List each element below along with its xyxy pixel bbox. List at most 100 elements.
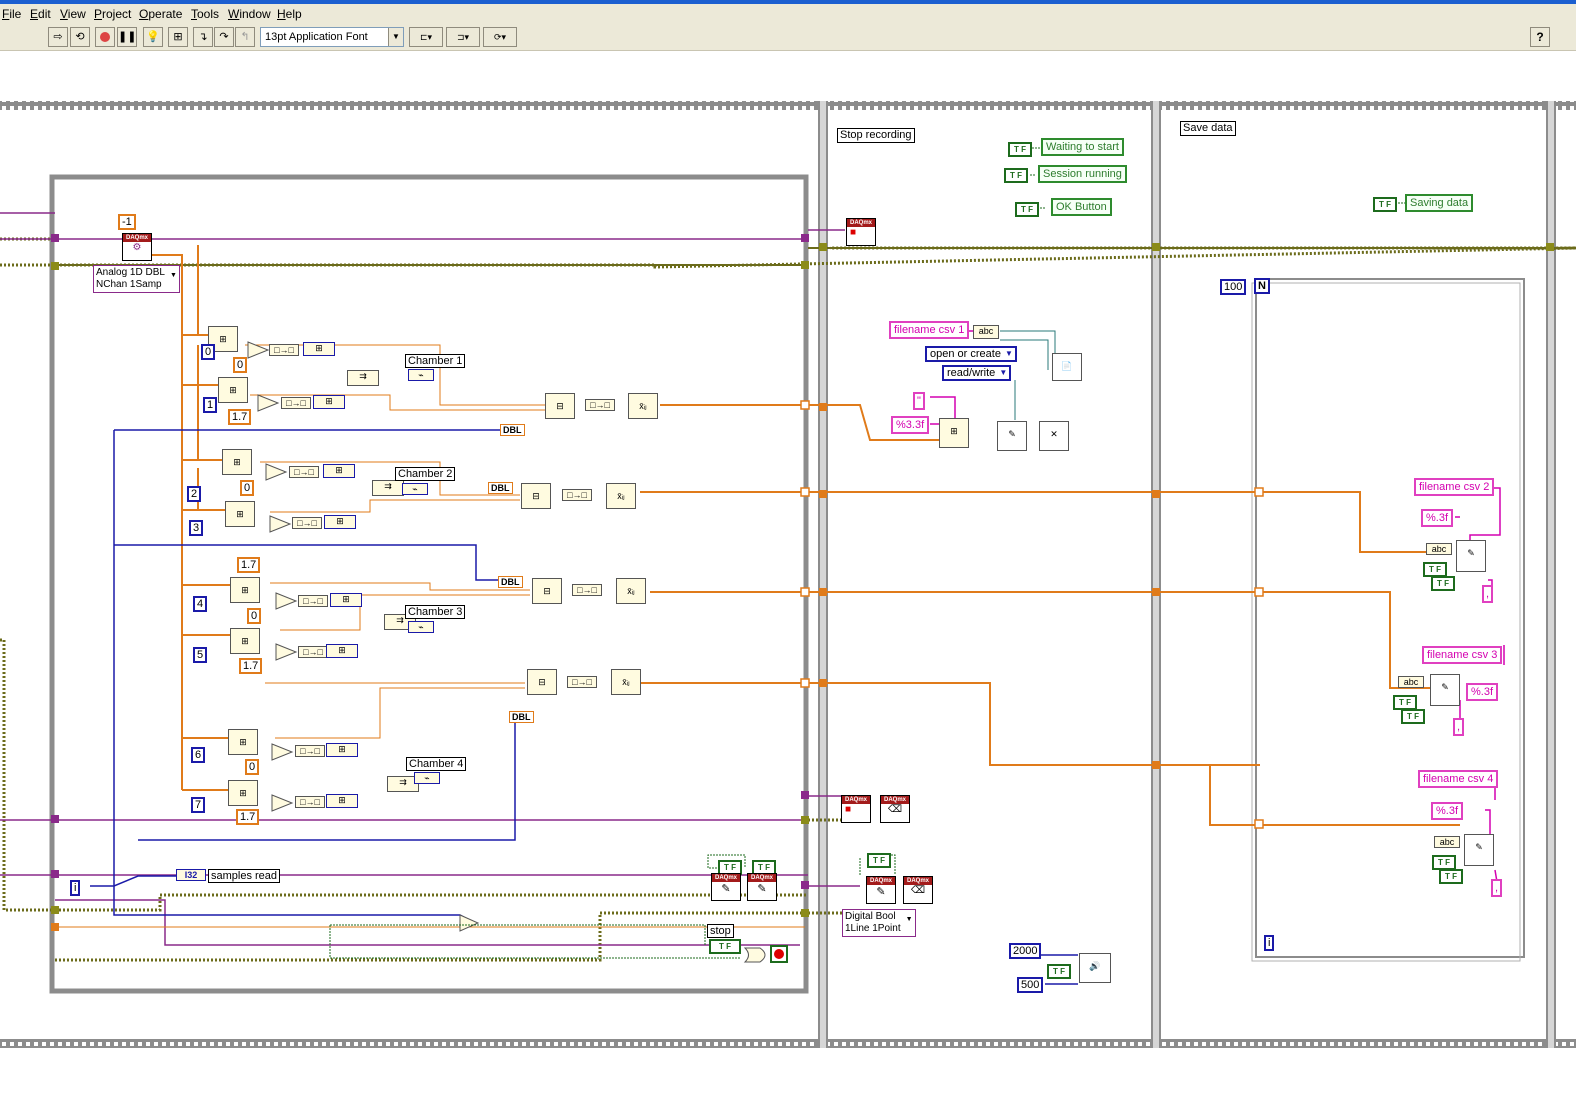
merge-signals-node[interactable]: ⇉ bbox=[387, 776, 419, 792]
session-running-indicator[interactable]: Session running bbox=[1038, 165, 1127, 183]
help-icon[interactable]: ? bbox=[1530, 27, 1550, 47]
step-out-icon[interactable]: ↰ bbox=[235, 27, 255, 47]
transpose-array-node[interactable]: x̄ᵢⱼ bbox=[628, 393, 658, 419]
daqmx-read-node[interactable]: DAQmx⚙ bbox=[122, 233, 152, 261]
gain-constant[interactable]: 1.7 bbox=[236, 809, 260, 825]
waveform-node[interactable]: ⊞ bbox=[313, 395, 345, 409]
daqmx-stop-task-node[interactable]: DAQmx■ bbox=[841, 795, 871, 823]
distribute-objects-button[interactable]: ⊐▾ bbox=[446, 27, 480, 47]
filename-csv-1-control[interactable]: filename csv 1 bbox=[889, 321, 970, 339]
format-constant[interactable]: %.3f bbox=[1421, 509, 1454, 527]
daq-read-mode-selector[interactable]: Analog 1D DBL NChan 1Samp bbox=[93, 265, 180, 293]
menu-window[interactable]: Window bbox=[228, 7, 271, 21]
index-constant-3[interactable]: 3 bbox=[189, 520, 204, 536]
index-array-node[interactable]: ⊞ bbox=[230, 628, 260, 654]
pause-icon[interactable]: ❚❚ bbox=[117, 27, 137, 47]
waveform-node[interactable]: ⊞ bbox=[330, 593, 362, 607]
write-spreadsheet-node[interactable]: ✎ bbox=[1464, 834, 1494, 866]
daqmx-clear-task-node[interactable]: DAQmx⌫ bbox=[903, 876, 933, 904]
index-constant-7[interactable]: 7 bbox=[191, 797, 206, 813]
to-dynamic-node[interactable]: □→□ bbox=[289, 466, 319, 478]
to-dynamic-node[interactable]: □→□ bbox=[562, 489, 592, 501]
offset-constant[interactable]: 0 bbox=[245, 759, 260, 775]
bool-constant[interactable]: T F bbox=[1393, 695, 1417, 710]
align-objects-button[interactable]: ⊏▾ bbox=[409, 27, 443, 47]
delimiter-constant[interactable]: , bbox=[1491, 879, 1503, 897]
index-array-node[interactable]: ⊞ bbox=[225, 501, 255, 527]
array-to-spreadsheet-node[interactable]: ⊞ bbox=[939, 418, 969, 448]
format-constant[interactable]: %.3f bbox=[1431, 802, 1464, 820]
ok-bool-terminal[interactable]: T F bbox=[1015, 202, 1039, 217]
bool-constant[interactable]: T F bbox=[1423, 562, 1447, 577]
build-array-node[interactable]: ⊟ bbox=[527, 669, 557, 695]
time-constant-2000[interactable]: 2000 bbox=[1009, 943, 1042, 959]
dbl-constant[interactable]: DBL bbox=[509, 711, 534, 723]
waveform-node[interactable]: ⊞ bbox=[326, 743, 358, 757]
font-select[interactable]: 13pt Application Font▼ bbox=[260, 27, 404, 47]
loop-count-constant[interactable]: 100 bbox=[1220, 279, 1247, 295]
waveform-node[interactable]: ⊞ bbox=[323, 464, 355, 478]
stop-button-terminal[interactable]: T F bbox=[709, 939, 741, 954]
filename-csv-3-control[interactable]: filename csv 3 bbox=[1422, 646, 1503, 664]
run-continuous-icon[interactable]: ⟲ bbox=[70, 27, 90, 47]
waiting-to-start-indicator[interactable]: Waiting to start bbox=[1041, 138, 1124, 156]
highlight-execution-icon[interactable]: 💡 bbox=[143, 27, 163, 47]
ok-button-indicator[interactable]: OK Button bbox=[1051, 198, 1112, 216]
waiting-bool-terminal[interactable]: T F bbox=[1008, 142, 1032, 157]
menu-file[interactable]: File bbox=[2, 7, 22, 21]
retain-wire-values-icon[interactable]: ⊞ bbox=[168, 27, 188, 47]
bool-constant[interactable]: T F bbox=[1047, 964, 1071, 979]
waveform-node[interactable]: ⊞ bbox=[303, 342, 335, 356]
to-dynamic-node[interactable]: □→□ bbox=[295, 745, 325, 757]
to-dynamic-node[interactable]: □→□ bbox=[567, 676, 597, 688]
index-array-node[interactable]: ⊞ bbox=[228, 780, 258, 806]
merge-signals-node[interactable]: ⇉ bbox=[347, 370, 379, 386]
index-constant-5[interactable]: 5 bbox=[193, 647, 208, 663]
waveform-node[interactable]: ⊞ bbox=[324, 515, 356, 529]
index-constant-1[interactable]: 1 bbox=[203, 397, 218, 413]
delimiter-constant[interactable]: , bbox=[1482, 585, 1494, 603]
to-dynamic-node[interactable]: □→□ bbox=[298, 595, 328, 607]
transpose-array-node[interactable]: x̄ᵢⱼ bbox=[606, 483, 636, 509]
index-constant-0[interactable]: 0 bbox=[201, 344, 216, 360]
chamber-4-graph-terminal[interactable]: ⌁ bbox=[414, 772, 440, 784]
bool-constant[interactable]: T F bbox=[1439, 869, 1463, 884]
gain-constant[interactable]: 1.7 bbox=[239, 658, 263, 674]
reorder-button[interactable]: ⟳▾ bbox=[483, 27, 517, 47]
daqmx-write-node[interactable]: DAQmx✎ bbox=[866, 876, 896, 904]
index-constant-4[interactable]: 4 bbox=[193, 596, 208, 612]
chamber-2-graph-terminal[interactable]: ⌁ bbox=[402, 483, 428, 495]
bool-constant[interactable]: T F bbox=[867, 853, 891, 868]
chamber-3-graph-terminal[interactable]: ⌁ bbox=[408, 621, 434, 633]
write-spreadsheet-node[interactable]: ✎ bbox=[1456, 540, 1486, 572]
index-array-node[interactable]: ⊞ bbox=[230, 577, 260, 603]
dbl-constant[interactable]: DBL bbox=[498, 576, 523, 588]
offset-constant[interactable]: 0 bbox=[233, 357, 248, 373]
read-write-constant[interactable]: read/write bbox=[942, 365, 1012, 381]
menu-edit[interactable]: Edit bbox=[30, 7, 51, 21]
digital-write-mode-selector[interactable]: Digital Bool 1Line 1Point bbox=[842, 909, 916, 937]
run-arrow-icon[interactable]: ⇨ bbox=[48, 27, 68, 47]
offset-constant[interactable]: 0 bbox=[240, 480, 255, 496]
to-dynamic-node[interactable]: □→□ bbox=[298, 646, 328, 658]
build-array-node[interactable]: ⊟ bbox=[545, 393, 575, 419]
index-constant-6[interactable]: 6 bbox=[191, 747, 206, 763]
waveform-node[interactable]: ⊞ bbox=[326, 794, 358, 808]
time-constant-500[interactable]: 500 bbox=[1017, 977, 1044, 993]
to-dynamic-node[interactable]: □→□ bbox=[269, 344, 299, 356]
bool-constant[interactable]: T F bbox=[1432, 855, 1456, 870]
quote-constant[interactable]: " bbox=[913, 392, 925, 410]
transpose-array-node[interactable]: x̄ᵢⱼ bbox=[611, 669, 641, 695]
bool-constant[interactable]: T F bbox=[1401, 709, 1425, 724]
to-dynamic-node[interactable]: □→□ bbox=[295, 796, 325, 808]
dbl-constant[interactable]: DBL bbox=[488, 482, 513, 494]
menu-project[interactable]: Project bbox=[94, 7, 132, 21]
delimiter-constant[interactable]: , bbox=[1453, 718, 1465, 736]
daqmx-clear-task-node[interactable]: DAQmx⌫ bbox=[880, 795, 910, 823]
to-dynamic-node[interactable]: □→□ bbox=[572, 584, 602, 596]
chamber-1-graph-terminal[interactable]: ⌁ bbox=[408, 369, 434, 381]
session-bool-terminal[interactable]: T F bbox=[1004, 168, 1028, 183]
filename-csv-4-control[interactable]: filename csv 4 bbox=[1418, 770, 1499, 788]
i32-terminal[interactable]: I32 bbox=[176, 869, 206, 881]
step-into-icon[interactable]: ↴ bbox=[193, 27, 213, 47]
